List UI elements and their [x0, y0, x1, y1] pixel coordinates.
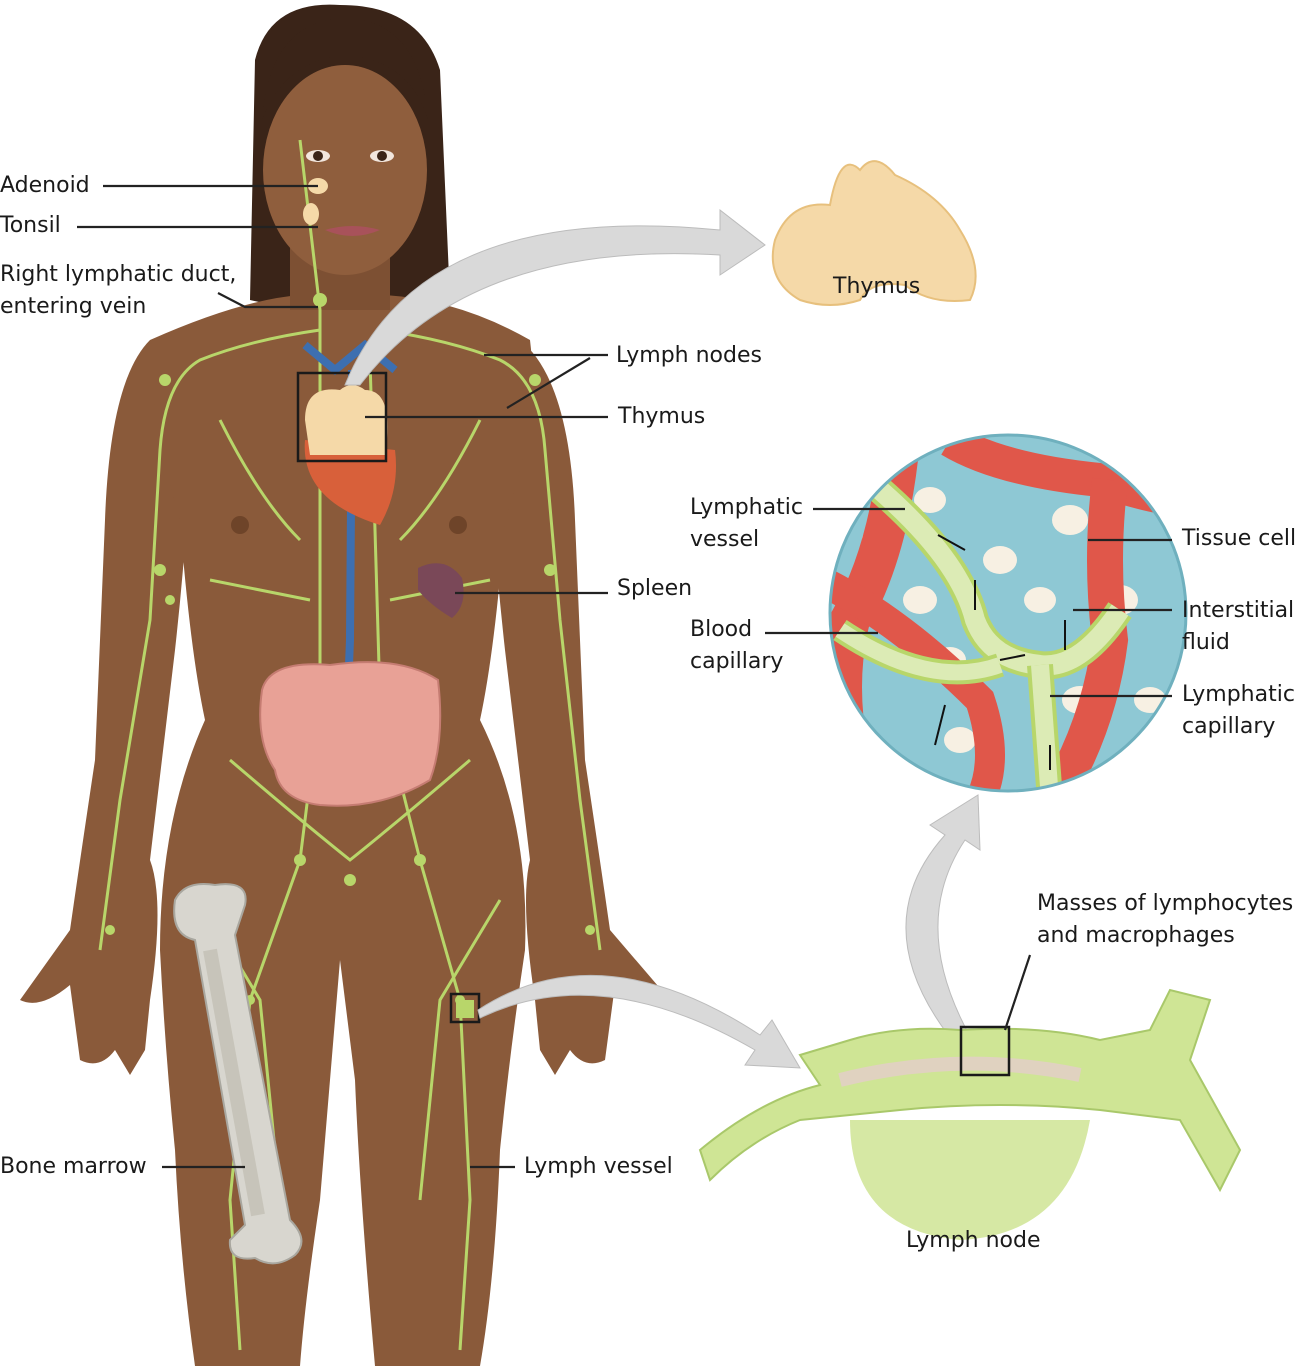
capillary-callout-arrow: [905, 794, 981, 1051]
label-blood-capillary-2: capillary: [690, 649, 784, 674]
label-bone-marrow: Bone marrow: [0, 1154, 147, 1179]
label-masses-1: Masses of lymphocytes: [1037, 891, 1294, 916]
label-lymph-node: Lymph node: [906, 1228, 1041, 1253]
label-lymph-nodes: Lymph nodes: [616, 343, 762, 368]
label-thymus-detail: Thymus: [833, 274, 921, 299]
thymus-in-body-shape: [305, 385, 388, 455]
lymph-node-highlight-box: [449, 992, 481, 1024]
label-blood-capillary-1: Blood: [690, 617, 753, 642]
intestines-shape: [259, 661, 442, 807]
label-right-lymphatic-duct-1: Right lymphatic duct,: [0, 262, 237, 287]
label-adenoid: Adenoid: [0, 173, 90, 198]
thymus-detail-shape: [771, 160, 977, 306]
label-right-lymphatic-duct-2: entering vein: [0, 294, 147, 319]
label-tissue-cell: Tissue cell: [1182, 526, 1297, 551]
spleen-shape: [418, 563, 464, 618]
label-spleen: Spleen: [617, 576, 693, 601]
bone-marrow-femur: [173, 883, 303, 1265]
label-masses-2: and macrophages: [1037, 923, 1235, 948]
thymus-callout-arrow: [344, 208, 766, 386]
label-tonsil: Tonsil: [0, 213, 61, 238]
label-lymphatic-vessel-1: Lymphatic: [690, 495, 803, 520]
label-lymphatic-capillary-2: capillary: [1182, 714, 1276, 739]
leader-lines: [77, 184, 1172, 1169]
lymph-node-callout-arrow: [477, 974, 801, 1069]
label-thymus-body: Thymus: [618, 404, 706, 429]
lymph-vessel-network: [98, 139, 602, 1351]
label-lymphatic-capillary-1: Lymphatic: [1182, 682, 1295, 707]
label-lymph-vessel: Lymph vessel: [524, 1154, 673, 1179]
label-lymphatic-vessel-2: vessel: [690, 527, 760, 552]
label-interstitial-fluid-2: fluid: [1182, 630, 1230, 655]
lymph-node-detail: [698, 988, 1242, 1240]
tonsil-shape: [303, 203, 319, 225]
capillary-bed-detail: [828, 433, 1188, 793]
label-interstitial-fluid-1: Interstitial: [1182, 598, 1295, 623]
lymphocyte-mass-highlight-box: [959, 1025, 1011, 1077]
